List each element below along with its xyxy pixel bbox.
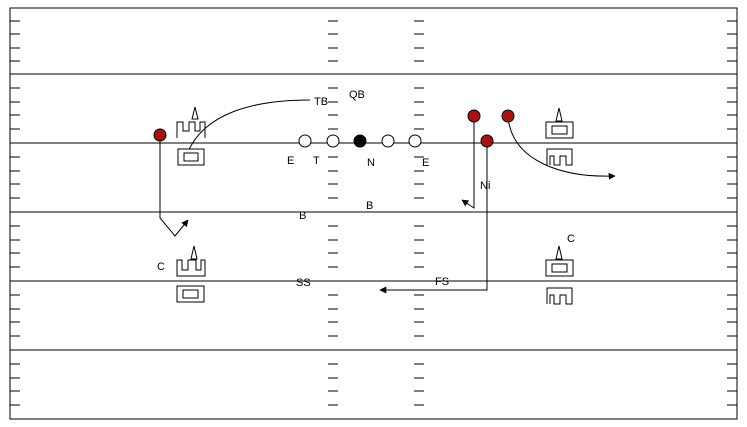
field-border bbox=[9, 7, 738, 420]
label-n: N bbox=[367, 157, 375, 169]
label-e-right: E bbox=[422, 157, 429, 169]
label-ni: Ni bbox=[480, 180, 490, 192]
bracket-icon bbox=[176, 259, 206, 277]
center-marker bbox=[353, 134, 367, 148]
label-t: T bbox=[313, 155, 320, 167]
label-fs: FS bbox=[435, 276, 449, 288]
left-guard-marker bbox=[326, 134, 340, 148]
right-receiver-marker-1 bbox=[467, 109, 481, 123]
left-receiver-route bbox=[159, 140, 189, 237]
label-b-mid: B bbox=[366, 200, 373, 212]
box-icon-inner bbox=[182, 289, 199, 299]
label-c-right: C bbox=[567, 233, 575, 245]
offensive-line bbox=[298, 134, 422, 148]
bracket-icon bbox=[546, 148, 573, 166]
yard-lines bbox=[10, 73, 737, 351]
box-icon-inner bbox=[183, 152, 199, 162]
receivers bbox=[153, 109, 515, 148]
left-receiver-marker bbox=[153, 128, 167, 142]
nickel-route bbox=[461, 117, 475, 209]
right-tackle-marker bbox=[408, 134, 422, 148]
box-icon-inner bbox=[551, 125, 568, 135]
right-receiver-marker-2 bbox=[501, 109, 515, 123]
right-guard-marker bbox=[381, 134, 395, 148]
field-icons bbox=[176, 106, 574, 305]
slot-route bbox=[379, 141, 488, 294]
slot-receiver-marker bbox=[480, 134, 494, 148]
left-tackle-marker bbox=[298, 134, 312, 148]
bracket-icon bbox=[546, 287, 573, 305]
position-labels: TB QB E T N E Ni B B C C SS FS bbox=[157, 89, 575, 289]
label-c-left: C bbox=[157, 261, 165, 273]
triangle-icon bbox=[555, 245, 563, 260]
box-icon-inner bbox=[551, 263, 568, 273]
triangle-icon bbox=[191, 106, 199, 120]
bracket-icon bbox=[176, 121, 206, 138]
triangle-icon bbox=[555, 107, 563, 122]
label-b-left: B bbox=[299, 210, 306, 222]
right-receiver-route bbox=[507, 116, 616, 180]
label-e-left: E bbox=[287, 155, 294, 167]
label-tb: TB bbox=[314, 96, 328, 108]
triangle-icon bbox=[190, 245, 198, 260]
tb-route bbox=[183, 99, 311, 161]
label-qb: QB bbox=[349, 89, 365, 101]
label-ss: SS bbox=[296, 277, 311, 289]
routes bbox=[159, 99, 616, 294]
